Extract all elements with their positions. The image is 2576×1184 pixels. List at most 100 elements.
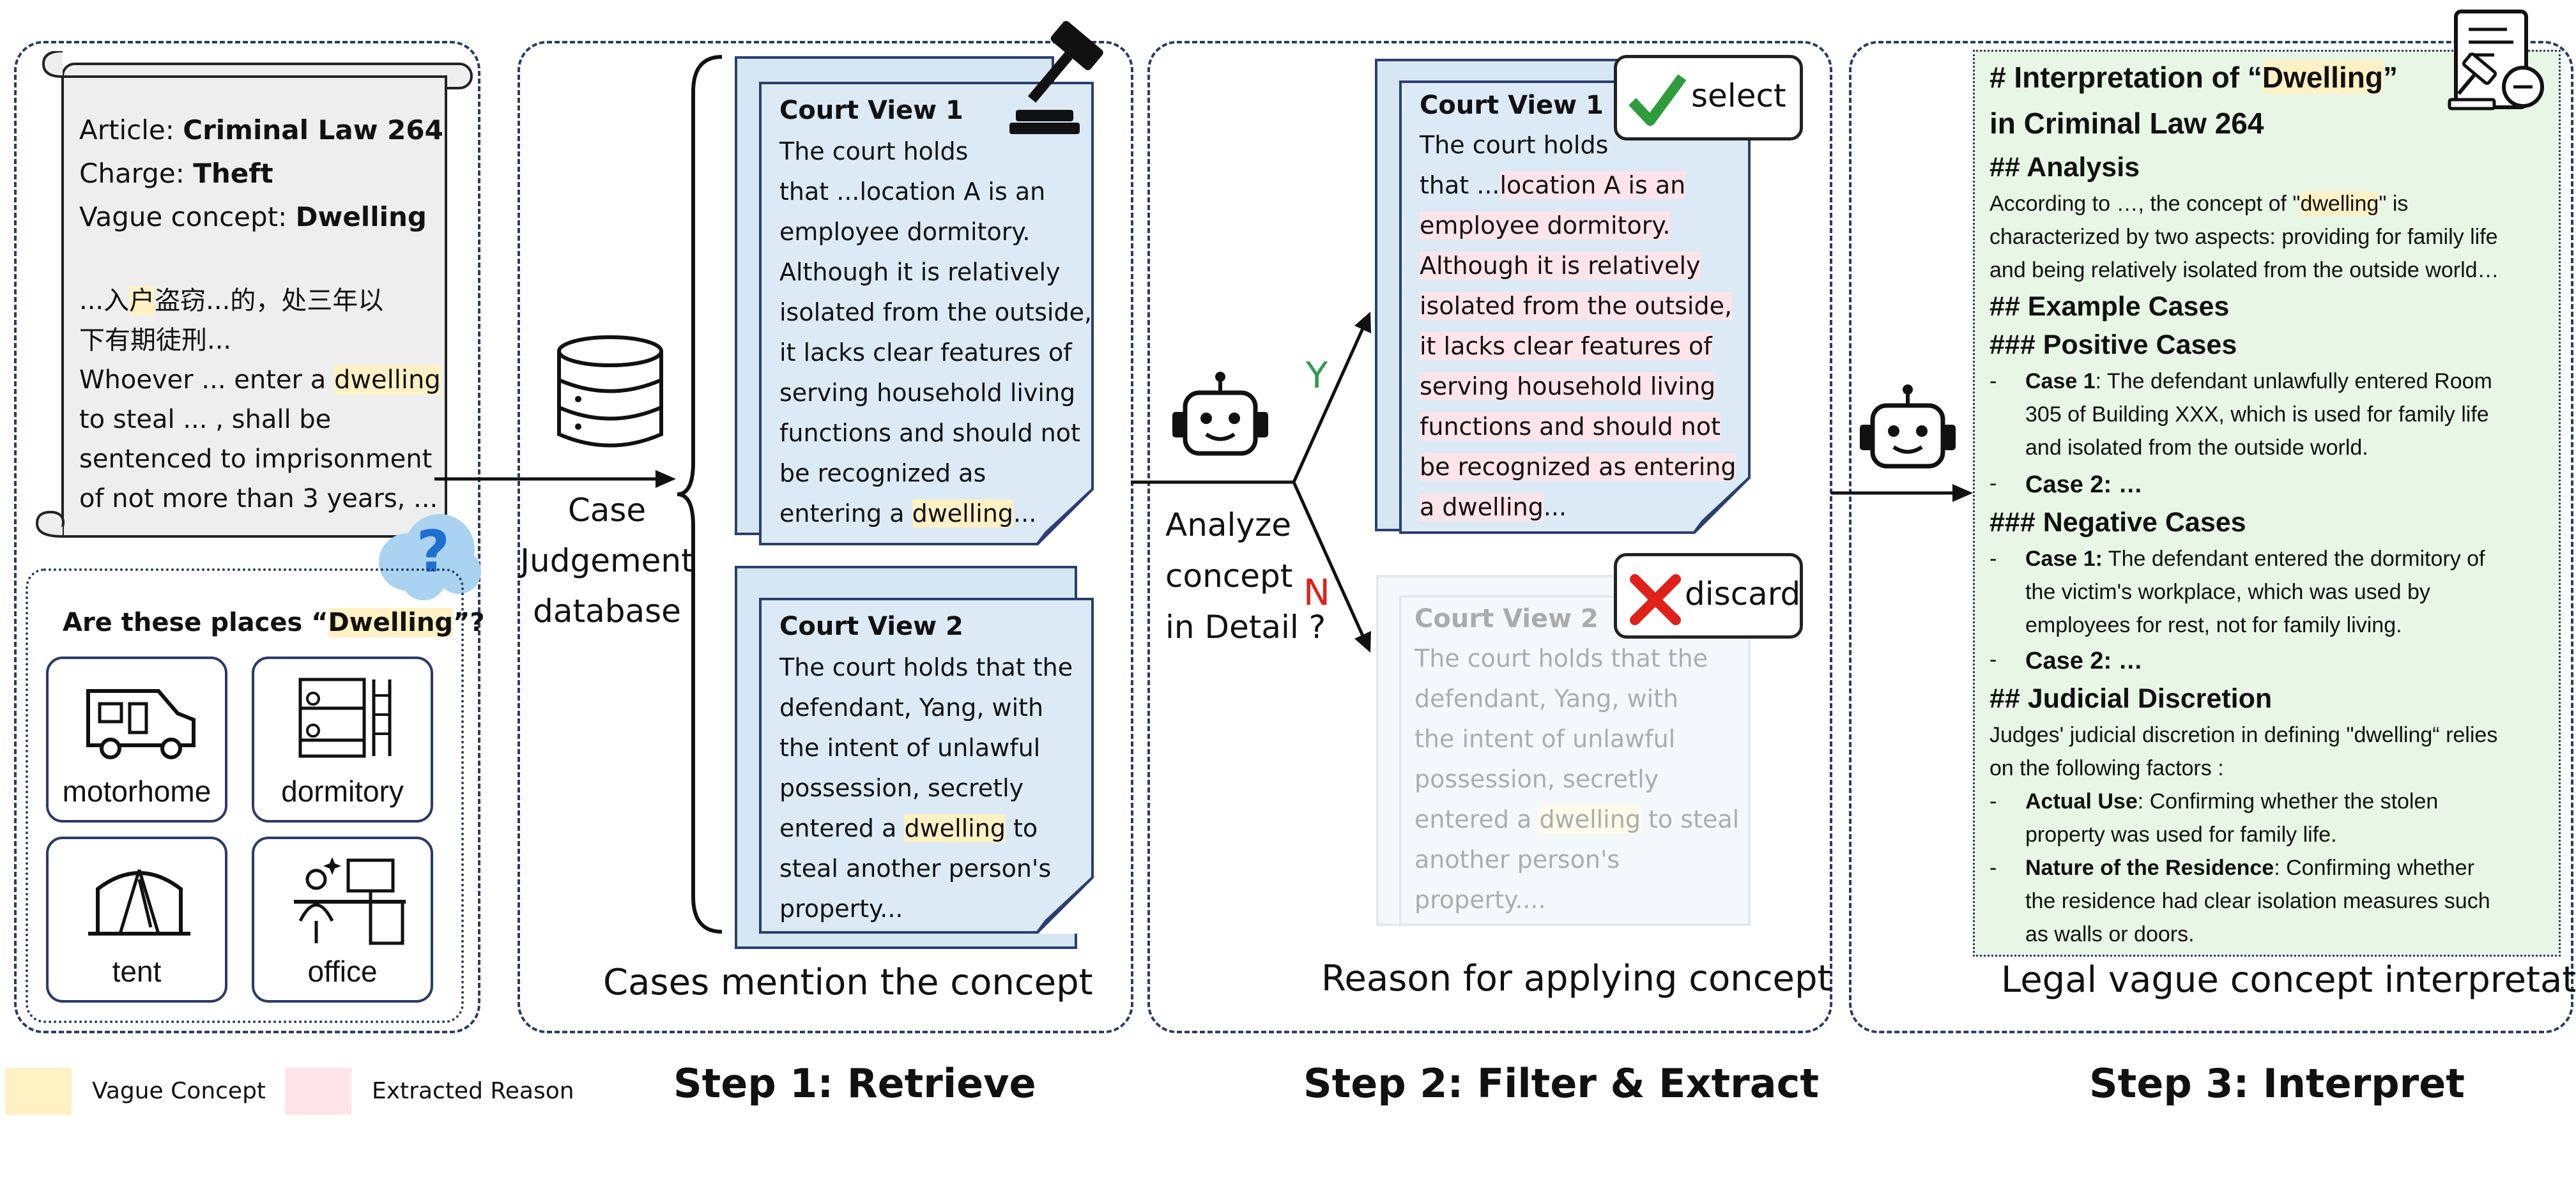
- positive-case-1-line: 305 of Building XXX, which is used for f…: [2025, 402, 2489, 427]
- discard-label: discard: [1685, 575, 1801, 612]
- reason-highlight: location A is an: [1499, 171, 1686, 199]
- place-motorhome: motorhome: [46, 657, 227, 823]
- zh-text: 下有期徒刑...: [79, 326, 232, 355]
- reason-highlight: be recognized as entering: [1420, 453, 1736, 481]
- body-line: that ...location A is an: [779, 178, 1046, 206]
- analysis-text: and being relatively isolated from the o…: [1989, 258, 2499, 282]
- title-highlight: Dwelling: [2262, 61, 2383, 94]
- discretion-text: on the following factors :: [1989, 756, 2224, 780]
- body-line: the intent of unlawful: [779, 734, 1041, 762]
- body-line: property...: [779, 895, 903, 923]
- en-text: sentenced to imprisonment: [79, 444, 433, 474]
- discretion-text: Judges' judicial discretion in defining …: [1989, 723, 2498, 747]
- analysis-part: According to …, the concept of ": [1989, 192, 2301, 216]
- dwelling-highlight: dwelling: [334, 365, 441, 395]
- title-part: # Interpretation of “: [1989, 61, 2262, 94]
- analysis-part: " is: [2379, 192, 2409, 216]
- reason-highlight: Although it is relatively: [1420, 252, 1701, 280]
- factor-label: Actual Use: [2025, 789, 2138, 814]
- concept-value: Dwelling: [295, 201, 427, 232]
- interpretation-title: # Interpretation of “Dwelling”: [1989, 60, 2398, 95]
- dwelling-highlight: dwelling: [1539, 805, 1641, 833]
- arrow-to-interpretation: [1831, 484, 1973, 502]
- place-dormitory: dormitory: [252, 657, 433, 823]
- analyze-line: Analyze: [1165, 506, 1292, 543]
- dwelling-highlight: dwelling: [2300, 192, 2379, 216]
- question-text: Are these places “Dwelling”?: [63, 608, 485, 637]
- charge-value: Theft: [193, 158, 273, 189]
- negative-case-1: Case 1: The defendant entered the dormit…: [2025, 547, 2485, 572]
- tent-icon: [88, 869, 190, 936]
- positive-heading: ### Positive Cases: [1989, 330, 2237, 360]
- charge-label: Charge:: [79, 158, 194, 189]
- legal-document-icon: [2448, 10, 2544, 110]
- article-label: Article:: [79, 114, 183, 146]
- database-label: Case Judgement database: [511, 485, 703, 637]
- step3-caption: Legal vague concept interpretation: [2001, 959, 2576, 1001]
- discretion-heading: ## Judicial Discretion: [1989, 683, 2273, 714]
- title-part: ”: [2382, 61, 2398, 94]
- statute-text: ...入户盗窃...的，处三年以 下有期徒刑... Whoever ... en…: [79, 281, 441, 519]
- dwelling-highlight: dwelling: [912, 499, 1014, 527]
- question-part: Are these places “: [63, 608, 328, 637]
- court-view-1-card: Court View 1 The court holds that ...loc…: [759, 82, 1094, 545]
- scroll-icon: [35, 51, 473, 538]
- check-icon: [1629, 74, 1686, 126]
- arrow-to-database: [434, 470, 676, 488]
- analysis-heading: ## Analysis: [1989, 152, 2140, 183]
- positive-case-2: Case 2: …: [2025, 471, 2143, 498]
- case-text: : The defendant unlawfully entered Room: [2095, 369, 2492, 393]
- dwelling-highlight: dwelling: [904, 814, 1006, 842]
- zh-text: ...入: [79, 286, 130, 315]
- negative-case-1-line: employees for rest, not for family livin…: [2025, 613, 2402, 637]
- reason-highlight: a dwelling: [1420, 493, 1544, 521]
- body-line: The court holds that the: [1414, 644, 1708, 672]
- step3-label: Step 3: Interpret: [2089, 1060, 2465, 1107]
- page-curl: [1036, 488, 1094, 545]
- legend-label-reason: Extracted Reason: [372, 1078, 574, 1104]
- body-line: isolated from the outside,: [779, 298, 1092, 326]
- concept-label: Vague concept:: [79, 201, 296, 232]
- svg-text:?: ?: [417, 519, 450, 586]
- branch-arrows: [1131, 312, 1371, 653]
- negative-heading: ### Negative Cases: [1989, 507, 2246, 538]
- legend-swatch-vague: [5, 1068, 72, 1115]
- bullet: -: [1989, 789, 1997, 814]
- positive-case-1-line: and isolated from the outside world.: [2025, 436, 2368, 460]
- analysis-text: characterized by two aspects: providing …: [1989, 225, 2498, 249]
- court-view-2-card: Court View 2 The court holds that the de…: [759, 598, 1094, 934]
- step1-label: Step 1: Retrieve: [673, 1060, 1036, 1107]
- en-text: Whoever ... enter a: [79, 365, 334, 395]
- question-box: [26, 568, 464, 1023]
- factor-label: Nature of the Residence: [2025, 856, 2274, 880]
- body-line: defendant, Yang, with: [1414, 685, 1679, 713]
- place-office: office: [252, 837, 433, 1003]
- positive-case-1: Case 1: The defendant unlawfully entered…: [2025, 369, 2492, 394]
- select-label: select: [1691, 77, 1786, 114]
- body-text: ...: [1013, 499, 1037, 527]
- body-line: possession, secretly: [1414, 765, 1659, 793]
- database-label-line: database: [533, 593, 681, 630]
- reason-highlight: it lacks clear features of: [1420, 332, 1712, 360]
- discarded-view-body: The court holds that the defendant, Yang…: [1414, 639, 1739, 920]
- court-view-2-title: Court View 2: [779, 612, 963, 641]
- body-line: defendant, Yang, with: [779, 694, 1044, 722]
- court-view-1-body: The court holds that ...location A is an…: [779, 132, 1092, 534]
- examples-heading: ## Example Cases: [1989, 291, 2230, 322]
- body-line: steal another person's: [779, 854, 1052, 883]
- discard-badge: discard: [1614, 553, 1803, 639]
- no-label: N: [1303, 572, 1330, 614]
- body-line: Although it is relatively: [779, 258, 1061, 286]
- step1-caption: Cases mention the concept: [603, 962, 1093, 1003]
- zh-highlight: 户: [129, 286, 155, 315]
- discarded-view-title: Court View 2: [1414, 604, 1598, 634]
- body-line: The court holds: [779, 137, 969, 165]
- page-curl: [1036, 876, 1094, 934]
- factor-1: Actual Use: Confirming whether the stole…: [2025, 789, 2438, 814]
- place-label: office: [307, 955, 378, 988]
- body-line: The court holds: [1420, 131, 1609, 159]
- body-line: be recognized as: [779, 459, 986, 487]
- bullet: -: [1989, 471, 1997, 496]
- body-text: to: [1005, 814, 1038, 842]
- reason-highlight: employee dormitory.: [1420, 211, 1671, 239]
